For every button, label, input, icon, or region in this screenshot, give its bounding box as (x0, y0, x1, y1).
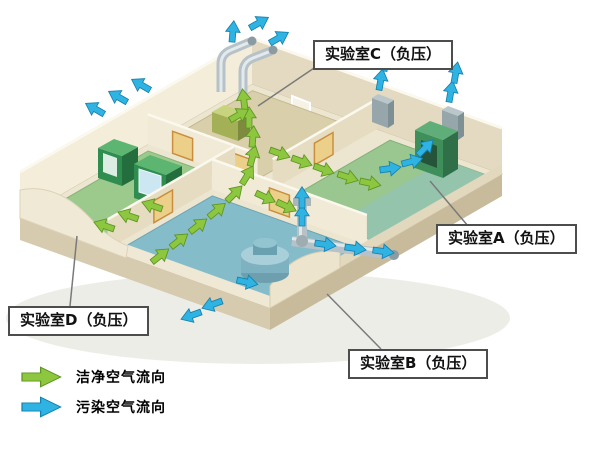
leader-line-lab-b (326, 293, 382, 350)
door (171, 130, 194, 162)
label-lab-b: 实验室B（负压） (348, 349, 489, 379)
leader-line-lab-d (69, 235, 78, 307)
clean-air-arrow-icon (21, 366, 62, 388)
lab-b-fan-unit (241, 238, 289, 283)
lab-a-floor-walkway (331, 160, 488, 241)
label-lab-d: 实验室D（负压） (8, 306, 150, 336)
lab-a-machine (415, 121, 458, 178)
roof-vents (372, 94, 464, 140)
door (313, 131, 334, 167)
legend-polluted-air: 污染空气流向 (20, 396, 166, 418)
legend-clean-air-label: 洁净空气流向 (76, 370, 166, 386)
polluted-air-arrow-icon (21, 396, 62, 418)
lab-d-cabinets (98, 139, 182, 209)
legend-polluted-air-label: 污染空气流向 (76, 400, 166, 416)
exhaust-pipes (216, 36, 278, 98)
legend-clean-air: 洁净空气流向 (20, 366, 166, 388)
leader-lines (69, 63, 469, 350)
leader-line-lab-c (257, 63, 321, 107)
front-walls (19, 164, 502, 309)
label-lab-c: 实验室C（负压） (313, 40, 454, 70)
leader-line-lab-a (429, 180, 469, 227)
legend: 洁净空气流向 污染空气流向 (20, 366, 166, 418)
label-lab-a: 实验室A（负压） (436, 224, 577, 254)
